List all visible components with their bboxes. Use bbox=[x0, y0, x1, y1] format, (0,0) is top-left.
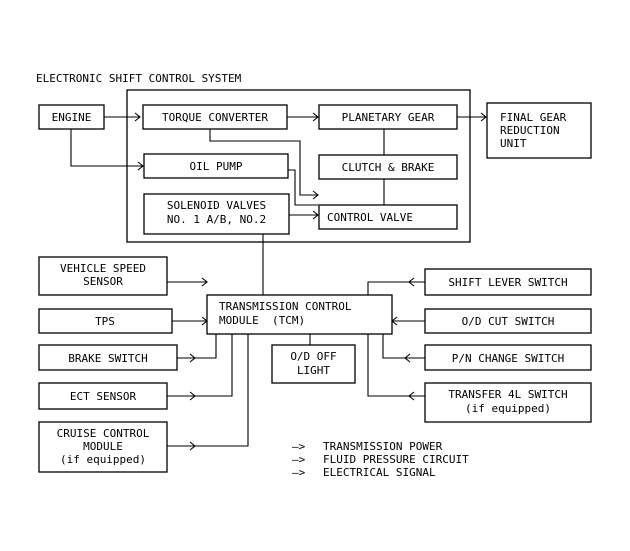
legend-symbol-1: —> bbox=[292, 440, 306, 453]
torque-converter-label: TORQUE CONVERTER bbox=[162, 111, 268, 124]
transfer-4l-line-2: (if equipped) bbox=[465, 402, 551, 415]
transfer-4l-switch-block: TRANSFER 4L SWITCH (if equipped) bbox=[424, 382, 592, 423]
legend-label-1: TRANSMISSION POWER bbox=[323, 440, 443, 453]
od-cut-label: O/D CUT SWITCH bbox=[462, 315, 555, 328]
cruise-line-2: MODULE bbox=[83, 440, 123, 453]
od-off-line-1: O/D OFF bbox=[290, 350, 336, 363]
solenoid-line-1: SOLENOID VALVES bbox=[167, 199, 266, 212]
final-gear-line-3: UNIT bbox=[500, 137, 527, 150]
od-off-light-block: O/D OFF LIGHT bbox=[271, 344, 356, 384]
connection-lines bbox=[70, 112, 487, 451]
clutch-brake-label: CLUTCH & BRAKE bbox=[342, 161, 435, 174]
tcm-line-1: TRANSMISSION CONTROL bbox=[219, 300, 352, 313]
legend-symbol-2: —> bbox=[292, 453, 306, 466]
tcm-line-2: MODULE (TCM) bbox=[219, 314, 305, 327]
pn-change-switch-block: P/N CHANGE SWITCH bbox=[424, 344, 592, 371]
shift-lever-switch-block: SHIFT LEVER SWITCH bbox=[424, 268, 592, 296]
solenoid-line-2: NO. 1 A/B, NO.2 bbox=[167, 213, 266, 226]
ect-sensor-block: ECT SENSOR bbox=[38, 382, 168, 410]
engine-label: ENGINE bbox=[52, 111, 92, 124]
legend-label-2: FLUID PRESSURE CIRCUIT bbox=[323, 453, 469, 466]
oil-pump-block: OIL PUMP bbox=[143, 153, 289, 179]
clutch-brake-block: CLUTCH & BRAKE bbox=[318, 154, 458, 180]
planetary-gear-block: PLANETARY GEAR bbox=[318, 104, 458, 130]
vss-line-1: VEHICLE SPEED bbox=[60, 262, 146, 275]
shift-lever-label: SHIFT LEVER SWITCH bbox=[448, 276, 567, 289]
control-valve-block: CONTROL VALVE bbox=[318, 204, 458, 230]
final-gear-line-1: FINAL GEAR bbox=[500, 111, 567, 124]
oil-pump-label: OIL PUMP bbox=[190, 160, 243, 173]
diagram-title: ELECTRONIC SHIFT CONTROL SYSTEM bbox=[36, 72, 242, 85]
solenoid-valves-block: SOLENOID VALVES NO. 1 A/B, NO.2 bbox=[143, 193, 290, 235]
legend: —> TRANSMISSION POWER —> FLUID PRESSURE … bbox=[292, 440, 469, 479]
od-off-line-2: LIGHT bbox=[297, 364, 330, 377]
tps-block: TPS bbox=[38, 308, 173, 334]
legend-label-3: ELECTRICAL SIGNAL bbox=[323, 466, 436, 479]
cruise-control-block: CRUISE CONTROL MODULE (if equipped) bbox=[38, 421, 168, 473]
ect-sensor-label: ECT SENSOR bbox=[70, 390, 137, 403]
cruise-line-1: CRUISE CONTROL bbox=[57, 427, 150, 440]
tcm-block: TRANSMISSION CONTROL MODULE (TCM) bbox=[206, 294, 393, 335]
control-valve-label: CONTROL VALVE bbox=[327, 211, 413, 224]
legend-symbol-3: —> bbox=[292, 466, 306, 479]
vehicle-speed-sensor-block: VEHICLE SPEED SENSOR bbox=[38, 256, 168, 296]
planetary-gear-label: PLANETARY GEAR bbox=[342, 111, 435, 124]
final-gear-block: FINAL GEAR REDUCTION UNIT bbox=[486, 102, 592, 159]
brake-switch-block: BRAKE SWITCH bbox=[38, 344, 178, 371]
torque-converter-block: TORQUE CONVERTER bbox=[142, 104, 288, 130]
cruise-line-3: (if equipped) bbox=[60, 453, 146, 466]
vss-line-2: SENSOR bbox=[83, 275, 123, 288]
final-gear-line-2: REDUCTION bbox=[500, 124, 560, 137]
pn-change-label: P/N CHANGE SWITCH bbox=[452, 352, 565, 365]
engine-block: ENGINE bbox=[38, 104, 105, 130]
brake-switch-label: BRAKE SWITCH bbox=[68, 352, 147, 365]
od-cut-switch-block: O/D CUT SWITCH bbox=[424, 308, 592, 334]
transfer-4l-line-1: TRANSFER 4L SWITCH bbox=[448, 388, 567, 401]
tps-label: TPS bbox=[95, 315, 115, 328]
